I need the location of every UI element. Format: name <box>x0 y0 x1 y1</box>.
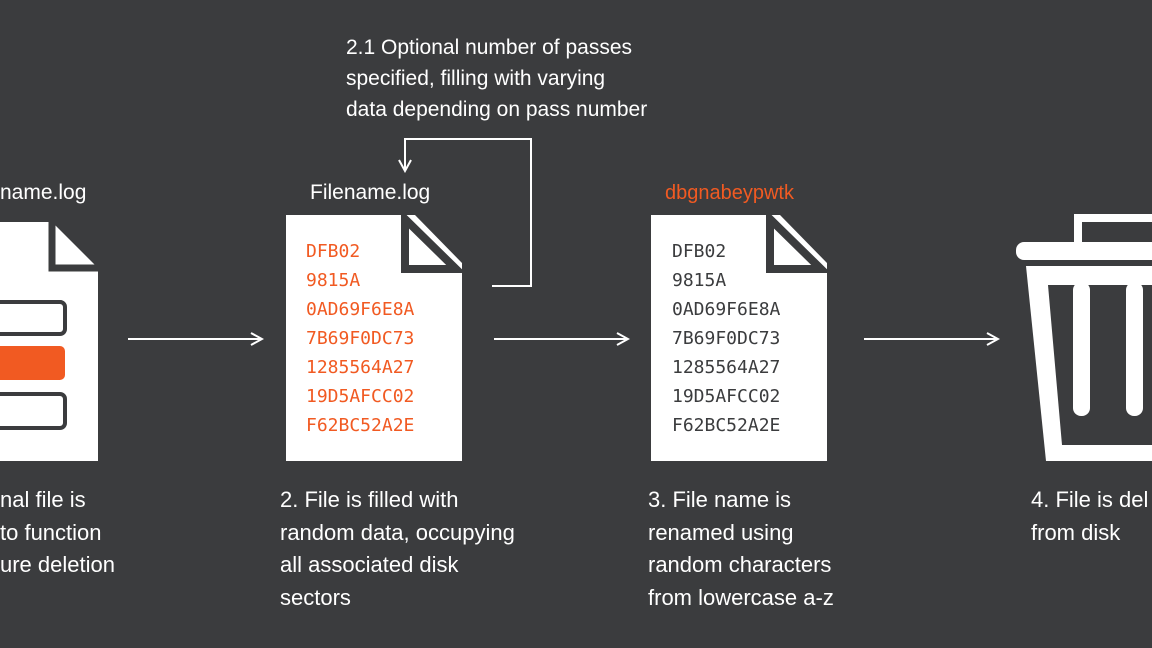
caption-line: renamed using <box>648 519 794 545</box>
caption-line: to function <box>0 519 102 545</box>
data-line: 9815A <box>672 270 727 291</box>
pass-note: 2.1 Optional number of passes specified,… <box>346 32 647 125</box>
filename-renamed: dbgnabeypwtk <box>665 182 794 204</box>
pass-note-line: data depending on pass number <box>346 98 648 121</box>
trash-icon <box>1016 214 1152 461</box>
filename-step2: Filename.log <box>310 181 431 204</box>
pass-note-line: 2.1 Optional number of passes <box>346 36 633 59</box>
caption-step2: 2. File is filled with random data, occu… <box>280 484 515 614</box>
data-line: F62BC52A2E <box>306 415 415 436</box>
caption-line: ure deletion <box>0 552 115 577</box>
data-line: DFB02 <box>306 241 361 262</box>
data-line: 0AD69F6E8A <box>672 299 781 320</box>
caption-line: random characters <box>648 552 832 577</box>
caption-line: random data, occupying <box>280 519 515 545</box>
caption-line: from lowercase a-z <box>648 584 834 610</box>
caption-line: 3. File name is <box>648 487 792 512</box>
caption-line: nal file is <box>0 487 86 512</box>
data-line: 0AD69F6E8A <box>306 299 415 320</box>
caption-line: all associated disk <box>280 552 459 577</box>
random-data-block: DFB02 9815A 0AD69F6E8A 7B69F0DC73 128556… <box>306 237 414 440</box>
renamed-data-block: DFB02 9815A 0AD69F6E8A 7B69F0DC73 128556… <box>672 237 780 440</box>
caption-line: 4. File is del <box>1031 487 1149 512</box>
document-icon-original <box>0 222 98 461</box>
data-line: 7B69F0DC73 <box>672 328 781 349</box>
data-line: 7B69F0DC73 <box>306 328 415 349</box>
loop-arrow-passes <box>405 138 532 287</box>
caption-line: 2. File is filled with <box>280 487 459 512</box>
document-icon-renamed <box>651 209 831 461</box>
document-icon-filled <box>286 209 466 461</box>
data-line: 1285564A27 <box>306 357 415 378</box>
caption-step3: 3. File name is renamed using random cha… <box>648 484 834 614</box>
data-line: 1285564A27 <box>672 357 781 378</box>
caption-step4: 4. File is del from disk <box>1031 484 1148 549</box>
pass-note-line: specified, filling with varying <box>346 67 606 90</box>
data-line: 19D5AFCC02 <box>672 386 781 407</box>
data-line: DFB02 <box>672 241 727 262</box>
caption-line: from disk <box>1031 519 1121 545</box>
caption-step1: nal file is to function ure deletion <box>0 484 115 582</box>
data-line: 9815A <box>306 270 361 291</box>
caption-line: sectors <box>280 584 351 610</box>
filename-original: name.log <box>0 181 87 204</box>
data-line: 19D5AFCC02 <box>306 386 415 407</box>
data-line: F62BC52A2E <box>672 415 781 436</box>
